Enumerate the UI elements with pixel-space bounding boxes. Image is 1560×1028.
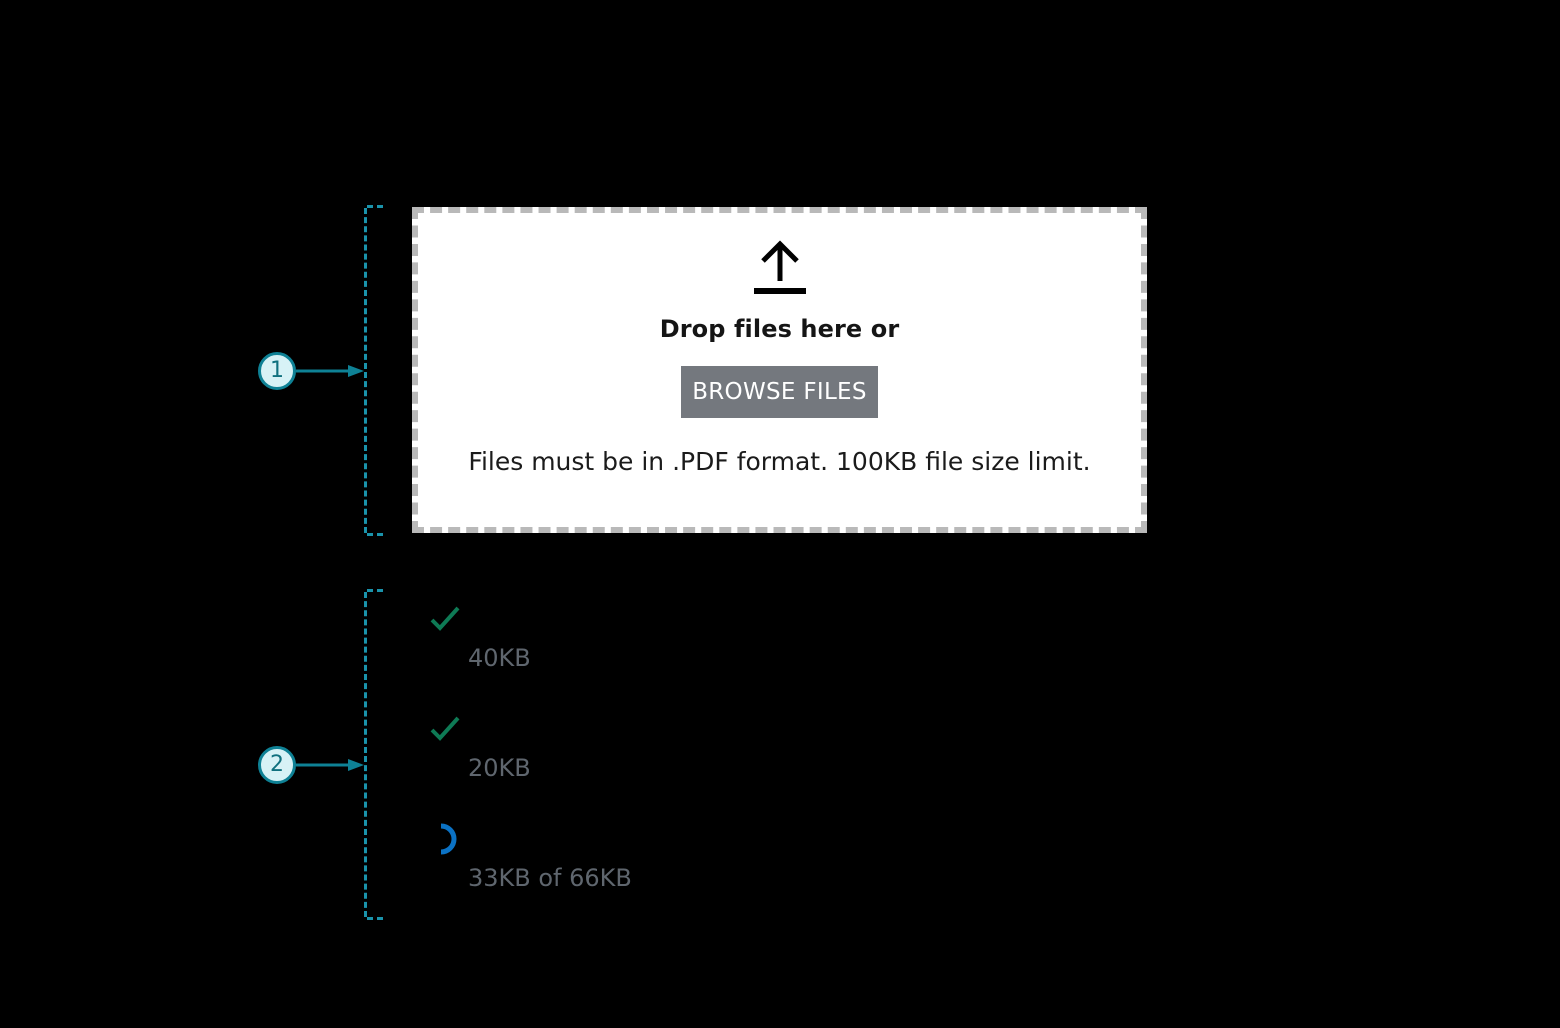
annotation-marker-2: 2 xyxy=(258,746,296,784)
dropzone-hint-text: Files must be in .PDF format. 100KB file… xyxy=(468,447,1091,476)
dropzone-title: Drop files here or xyxy=(659,315,900,343)
annotation-callout-1: 1 xyxy=(258,352,364,390)
annotation-marker-1: 1 xyxy=(258,352,296,390)
file-size-label: 40KB xyxy=(468,644,531,672)
browse-files-button[interactable]: BROWSE FILES xyxy=(681,366,878,418)
check-icon xyxy=(430,716,460,741)
file-list-item[interactable]: 20KB xyxy=(412,706,1147,816)
file-progress-label: 33KB of 66KB xyxy=(468,864,632,892)
annotation-bracket-file-list xyxy=(364,589,383,920)
check-icon xyxy=(430,606,460,631)
uploaded-file-list: 40KB 20KB 33KB of 66KB xyxy=(412,596,1147,926)
annotation-arrow-icon xyxy=(296,365,364,377)
file-dropzone[interactable]: Drop files here or BROWSE FILES Files mu… xyxy=(412,207,1147,533)
upload-arrow-icon xyxy=(753,240,806,294)
spinner-icon xyxy=(440,823,457,855)
annotation-callout-2: 2 xyxy=(258,746,364,784)
annotation-arrow-icon xyxy=(296,759,364,771)
annotation-bracket-dropzone xyxy=(364,205,383,536)
file-list-item[interactable]: 40KB xyxy=(412,596,1147,706)
file-size-label: 20KB xyxy=(468,754,531,782)
file-list-item[interactable]: 33KB of 66KB xyxy=(412,816,1147,926)
